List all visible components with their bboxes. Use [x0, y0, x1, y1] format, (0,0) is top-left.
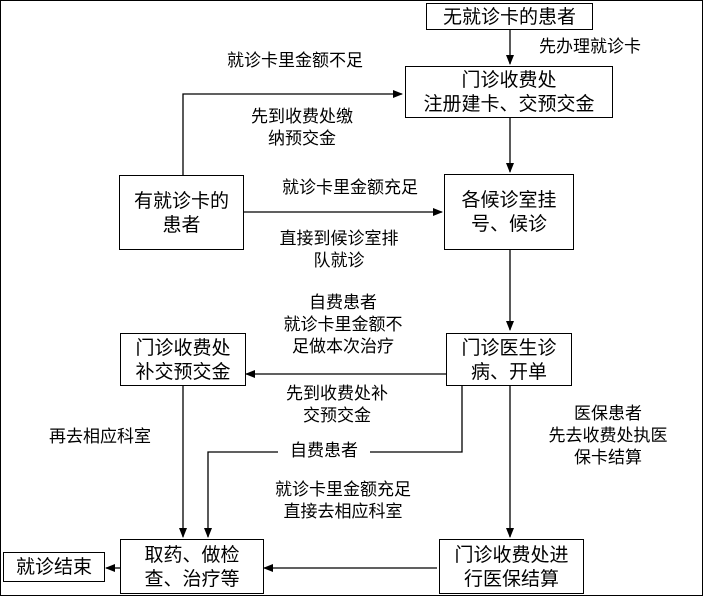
label-sufficient-direct-line-2: 直接去相应科室 — [283, 502, 403, 522]
label-self-pay: 自费患者 — [278, 440, 370, 462]
label-sufficient-balance: 就诊卡里金额充足 — [255, 177, 445, 199]
label-pay-first-line-2: 纳预交金 — [268, 129, 336, 149]
box-has-card-patient: 有就诊卡的 患者 — [119, 175, 244, 250]
waiting-line-2: 号、候诊 — [470, 213, 547, 235]
label-pay-deposit-first: 先到收费处缴 纳预交金 — [232, 106, 372, 150]
waiting-line-1: 各候诊室挂 — [461, 189, 557, 211]
label-direct-queue-line-1: 直接到候诊室排 — [279, 229, 399, 249]
box-no-card-text: 无就诊卡的患者 — [442, 5, 576, 28]
box-supplement-deposit: 门诊收费处 补交预交金 — [120, 333, 246, 386]
label-supplement-first-line-1: 先到收费处补 — [286, 384, 388, 404]
insurance-line-2: 行医保结算 — [463, 567, 559, 590]
label-self-pay-insufficient-line-1: 自费患者 — [309, 293, 377, 313]
label-redo-department: 再去相应科室 — [30, 426, 170, 448]
label-insurance-patient: 医保患者 先去收费处执医 保卡结算 — [528, 403, 688, 469]
box-treatment: 取药、做检 查、治疗等 — [120, 539, 264, 594]
box-register-card: 门诊收费处 注册建卡、交预交金 — [405, 66, 613, 118]
insurance-line-1: 门诊收费处进 — [454, 543, 569, 566]
doctor-line-2: 病、开单 — [470, 360, 547, 383]
label-insurance-patient-line-1: 医保患者 — [574, 404, 642, 424]
label-sufficient-direct-line-1: 就诊卡里金额充足 — [275, 480, 411, 500]
has-card-line-2: 患者 — [162, 213, 201, 236]
visit-end-text: 就诊结束 — [15, 556, 92, 578]
label-self-pay-insufficient-line-2: 就诊卡里金额不 — [283, 315, 403, 335]
label-self-pay-text: 自费患者 — [290, 441, 358, 461]
has-card-line-1: 有就诊卡的 — [133, 189, 229, 212]
supplement-line-1: 门诊收费处 — [135, 336, 231, 359]
box-doctor-diagnosis: 门诊医生诊 病、开单 — [446, 333, 572, 386]
label-pay-first-line-1: 先到收费处缴 — [251, 107, 353, 127]
box-waiting-room: 各候诊室挂 号、候诊 — [444, 174, 574, 250]
label-insurance-patient-line-2: 先去收费处执医 — [548, 426, 668, 446]
supplement-line-2: 补交预交金 — [135, 360, 231, 383]
label-direct-queue-line-2: 队就诊 — [313, 251, 365, 271]
label-supplement-first-line-2: 交预交金 — [303, 406, 371, 426]
label-get-card-first-text: 先办理就诊卡 — [539, 37, 641, 57]
label-sufficient-text: 就诊卡里金额充足 — [282, 178, 418, 198]
label-redo-department-text: 再去相应科室 — [49, 427, 151, 447]
treatment-line-1: 取药、做检 — [144, 543, 240, 566]
treatment-line-2: 查、治疗等 — [144, 567, 240, 590]
doctor-line-1: 门诊医生诊 — [461, 336, 557, 359]
register-line-1: 门诊收费处 — [461, 69, 557, 91]
label-insufficient-balance: 就诊卡里金额不足 — [200, 50, 390, 72]
label-self-pay-insufficient-line-3: 足做本次治疗 — [292, 337, 394, 357]
register-line-2: 注册建卡、交预交金 — [423, 93, 595, 115]
label-sufficient-direct: 就诊卡里金额充足 直接去相应科室 — [248, 479, 438, 523]
arrow-hascard-register — [182, 90, 403, 175]
label-self-pay-insufficient: 自费患者 就诊卡里金额不 足做本次治疗 — [258, 292, 428, 358]
label-insurance-patient-line-3: 保卡结算 — [574, 448, 642, 468]
box-visit-end: 就诊结束 — [3, 552, 105, 582]
box-no-card-patient: 无就诊卡的患者 — [426, 3, 593, 30]
label-supplement-first: 先到收费处补 交预交金 — [262, 383, 412, 427]
box-insurance-settlement: 门诊收费处进 行医保结算 — [439, 539, 584, 594]
label-get-card-first: 先办理就诊卡 — [520, 36, 660, 58]
label-direct-queue: 直接到候诊室排 队就诊 — [254, 228, 424, 272]
label-insufficient-text: 就诊卡里金额不足 — [227, 51, 363, 71]
